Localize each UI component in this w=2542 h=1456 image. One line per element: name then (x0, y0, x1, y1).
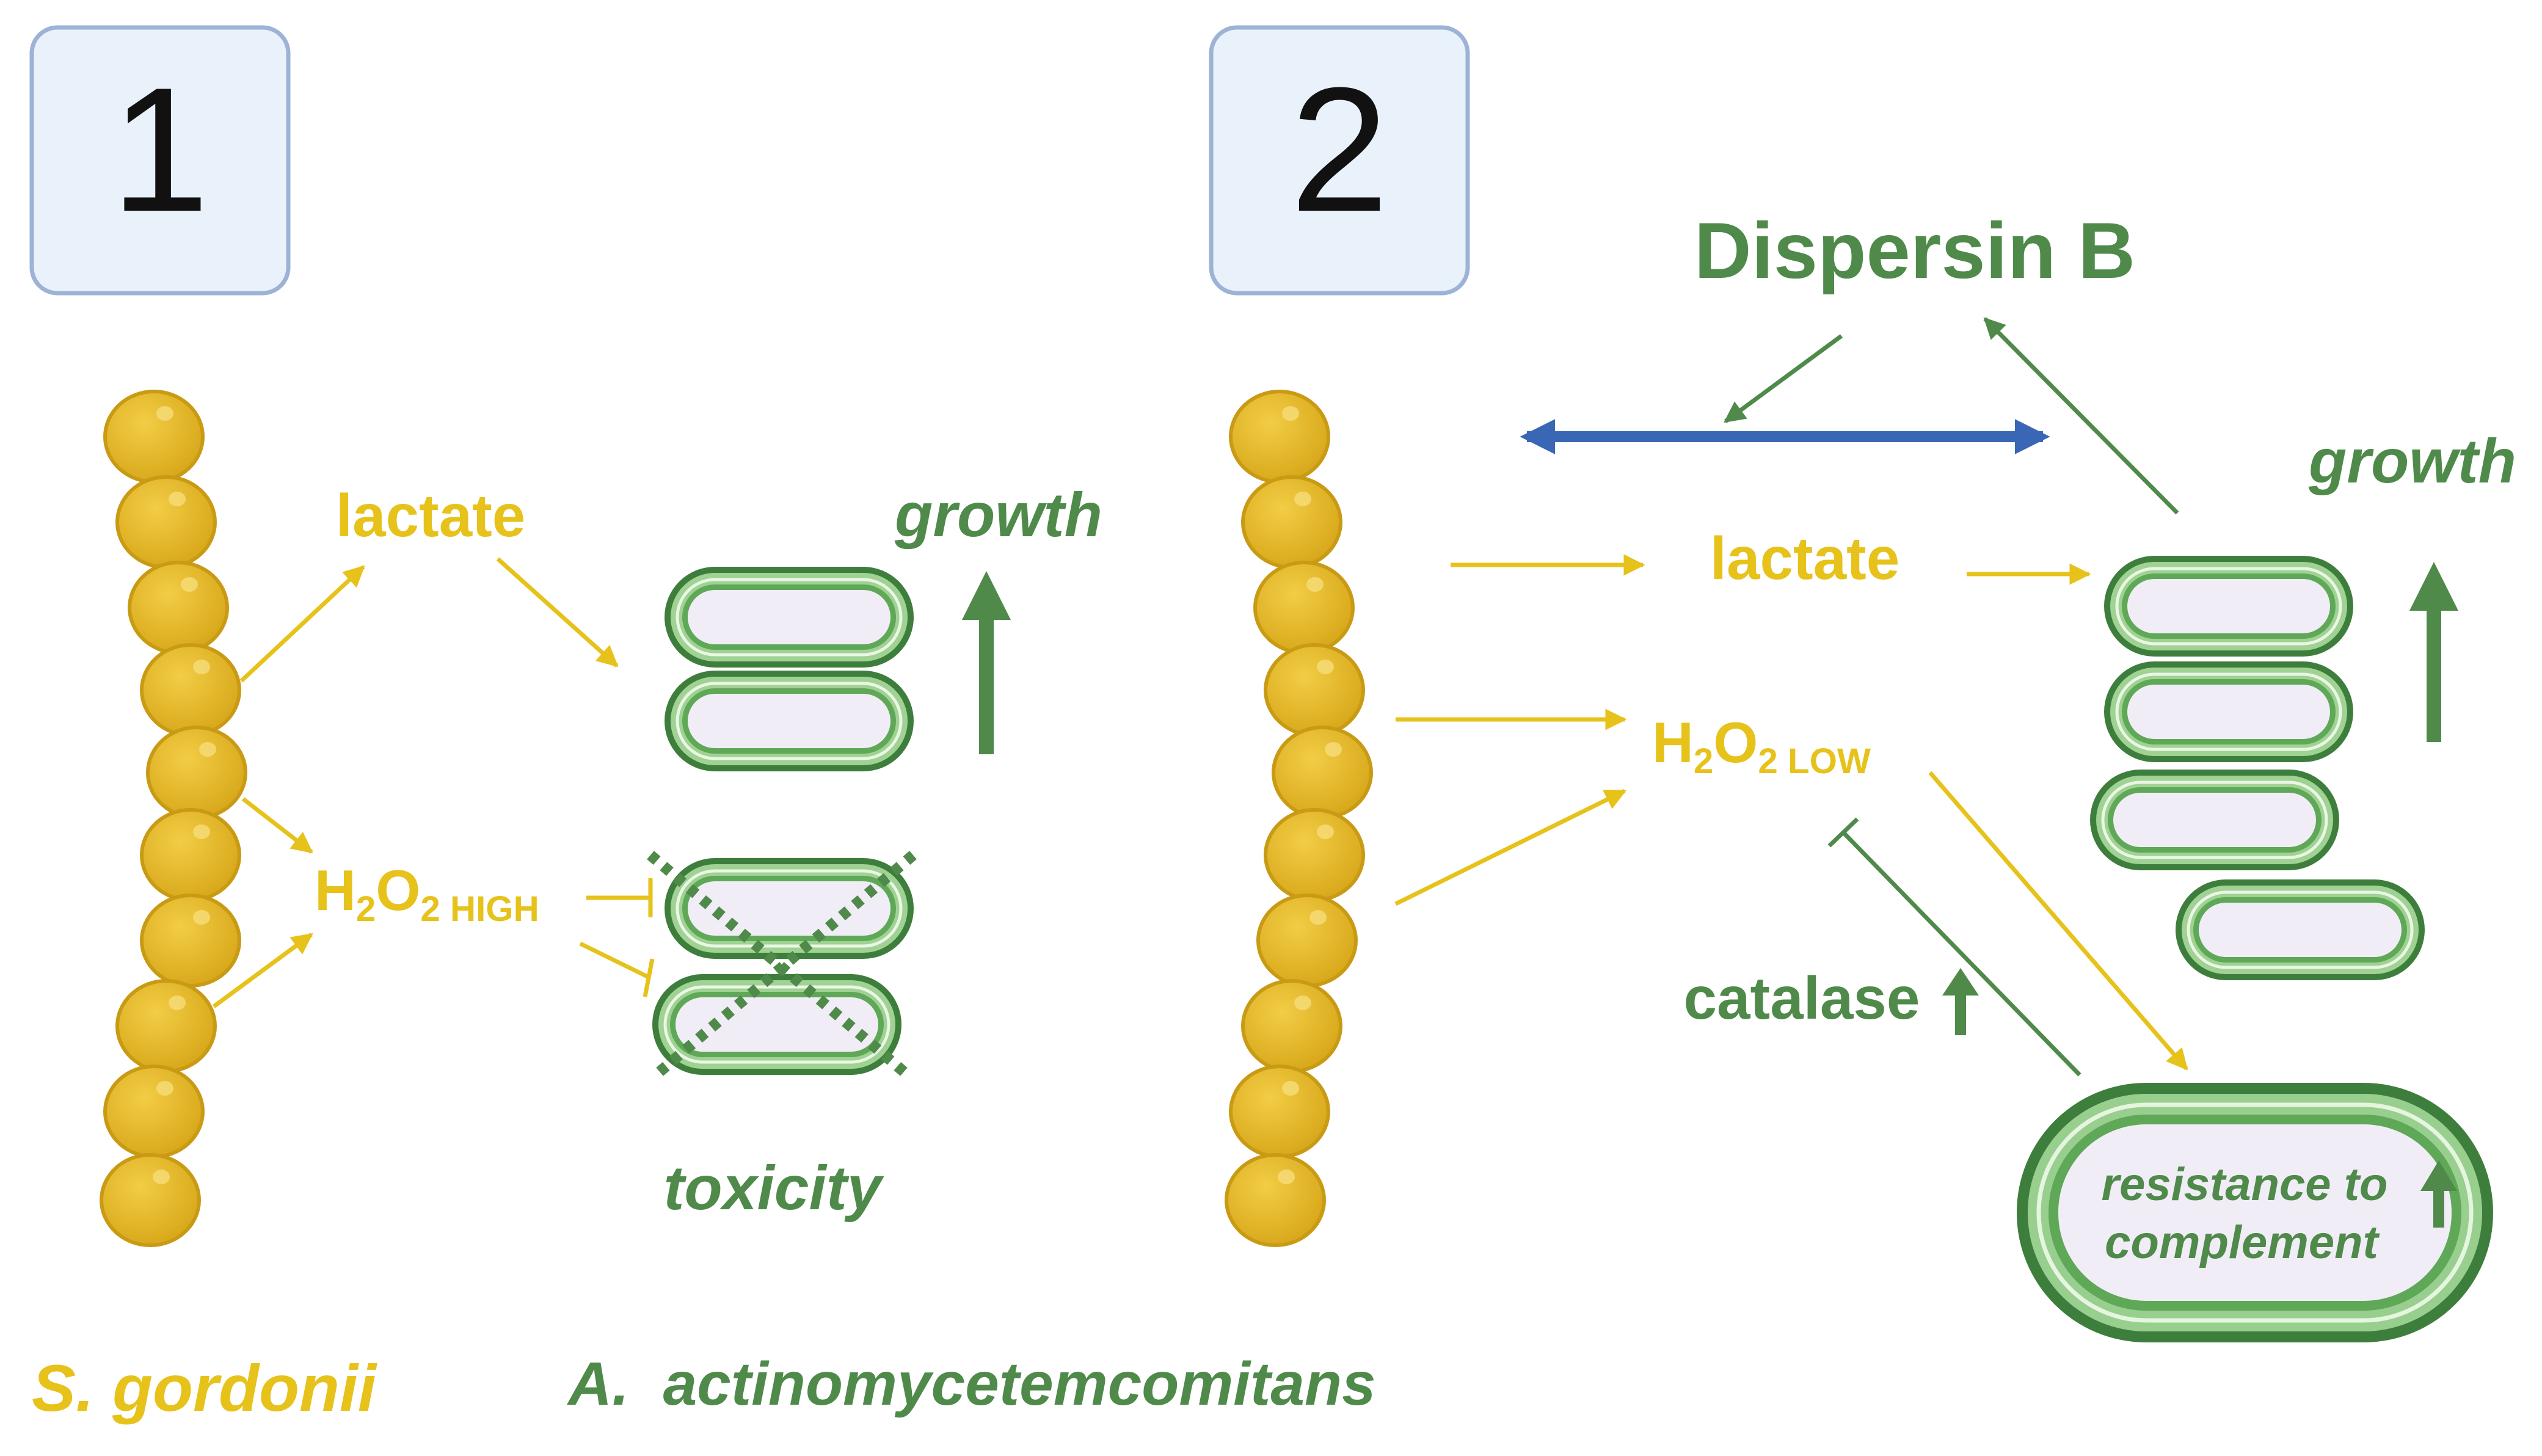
panel1-growth-up-arrow (962, 571, 1011, 754)
rod-bacterium (2104, 661, 2353, 762)
coccus-cell (1253, 561, 1355, 655)
panel2-h2o2-label: H2O2 LOW (1652, 710, 1871, 781)
coccus-cell (140, 894, 241, 988)
legend-species-a-actino: A. actinomycetemcomitans (566, 1350, 1376, 1418)
arrow-lactate-to-rods (496, 557, 619, 668)
coccus-cell (1241, 979, 1342, 1073)
arrow-chain-to-h2o2-upper (241, 797, 313, 854)
cross-out-mark (647, 851, 917, 1076)
coccus-cell (103, 390, 205, 484)
arrow-dispersin-to-biofilm (1724, 334, 1843, 423)
panel-2-box: 2 (1209, 25, 1470, 296)
panel2-rods (2090, 556, 2425, 980)
rod-bacterium (2104, 556, 2353, 657)
coccus-cell (1229, 390, 1330, 484)
arrow-rods-to-dispersin (1983, 317, 2179, 515)
coccus-chain-2 (1225, 390, 1373, 1247)
coccus-cell (100, 1153, 201, 1247)
inhibition-arrow-upper (586, 878, 653, 917)
arrow-h2o2-to-resistance (1928, 771, 2188, 1071)
arrow-chain-to-h2o2-2-lower (1394, 788, 1627, 906)
coccus-cell (1264, 808, 1365, 902)
legend-species-s-gordonii: S. gordonii (32, 1351, 377, 1425)
rod-bacterium (665, 858, 914, 959)
panel-1-box: 1 (29, 25, 291, 296)
resistance-up-arrow (2420, 1160, 2457, 1228)
rod-bacterium (665, 671, 914, 771)
panel-2-number: 2 (1290, 51, 1388, 249)
panel-1-number: 1 (111, 51, 209, 249)
coccus-cell (103, 1065, 205, 1159)
panel1-lactate-label: lactate (336, 482, 526, 549)
coccus-cell (1225, 1153, 1326, 1247)
arrow-chain-to-h2o2-lower (212, 933, 313, 1008)
coccus-cell (140, 643, 241, 737)
rod-bacterium (652, 974, 901, 1075)
catalase-up-arrow (1942, 968, 1979, 1035)
coccus-cell (1264, 643, 1365, 737)
panel2-growth-label: growth (2308, 426, 2516, 496)
panel1-toxicity-label: toxicity (663, 1153, 884, 1223)
panel2-catalase-label: catalase (1684, 964, 1920, 1032)
coccus-chain-1 (100, 390, 247, 1247)
rod-bacterium (665, 567, 914, 668)
inhibition-catalase-to-h2o2 (1827, 817, 2081, 1077)
panel2-dispersin-label: Dispersin B (1694, 206, 2135, 295)
panel1-rods (652, 567, 914, 1075)
inhibition-arrow-lower (579, 941, 655, 997)
coccus-cell (115, 979, 217, 1073)
resistance-line1: resistance to (2102, 1159, 2388, 1210)
coccus-cell (140, 808, 241, 902)
resistance-line2: complement (2105, 1217, 2380, 1269)
coccus-cell (146, 726, 247, 820)
coccus-cell (1272, 726, 1373, 820)
rod-bacterium (2090, 770, 2339, 870)
coccus-cell (1241, 475, 1342, 569)
panel1-growth-label: growth (894, 480, 1102, 550)
coccus-cell (128, 561, 229, 655)
coccus-cell (1229, 1065, 1330, 1159)
panel2-lactate-label: lactate (1710, 525, 1900, 592)
coccus-cell (115, 475, 217, 569)
panel2-growth-up-arrow (2409, 562, 2458, 742)
resistance-rod (2017, 1083, 2493, 1342)
arrow-chain-to-lactate (239, 565, 365, 683)
panel1-h2o2-label: H2O2 HIGH (315, 858, 539, 929)
rod-bacterium (2176, 879, 2425, 980)
coccus-cell (1256, 894, 1358, 988)
